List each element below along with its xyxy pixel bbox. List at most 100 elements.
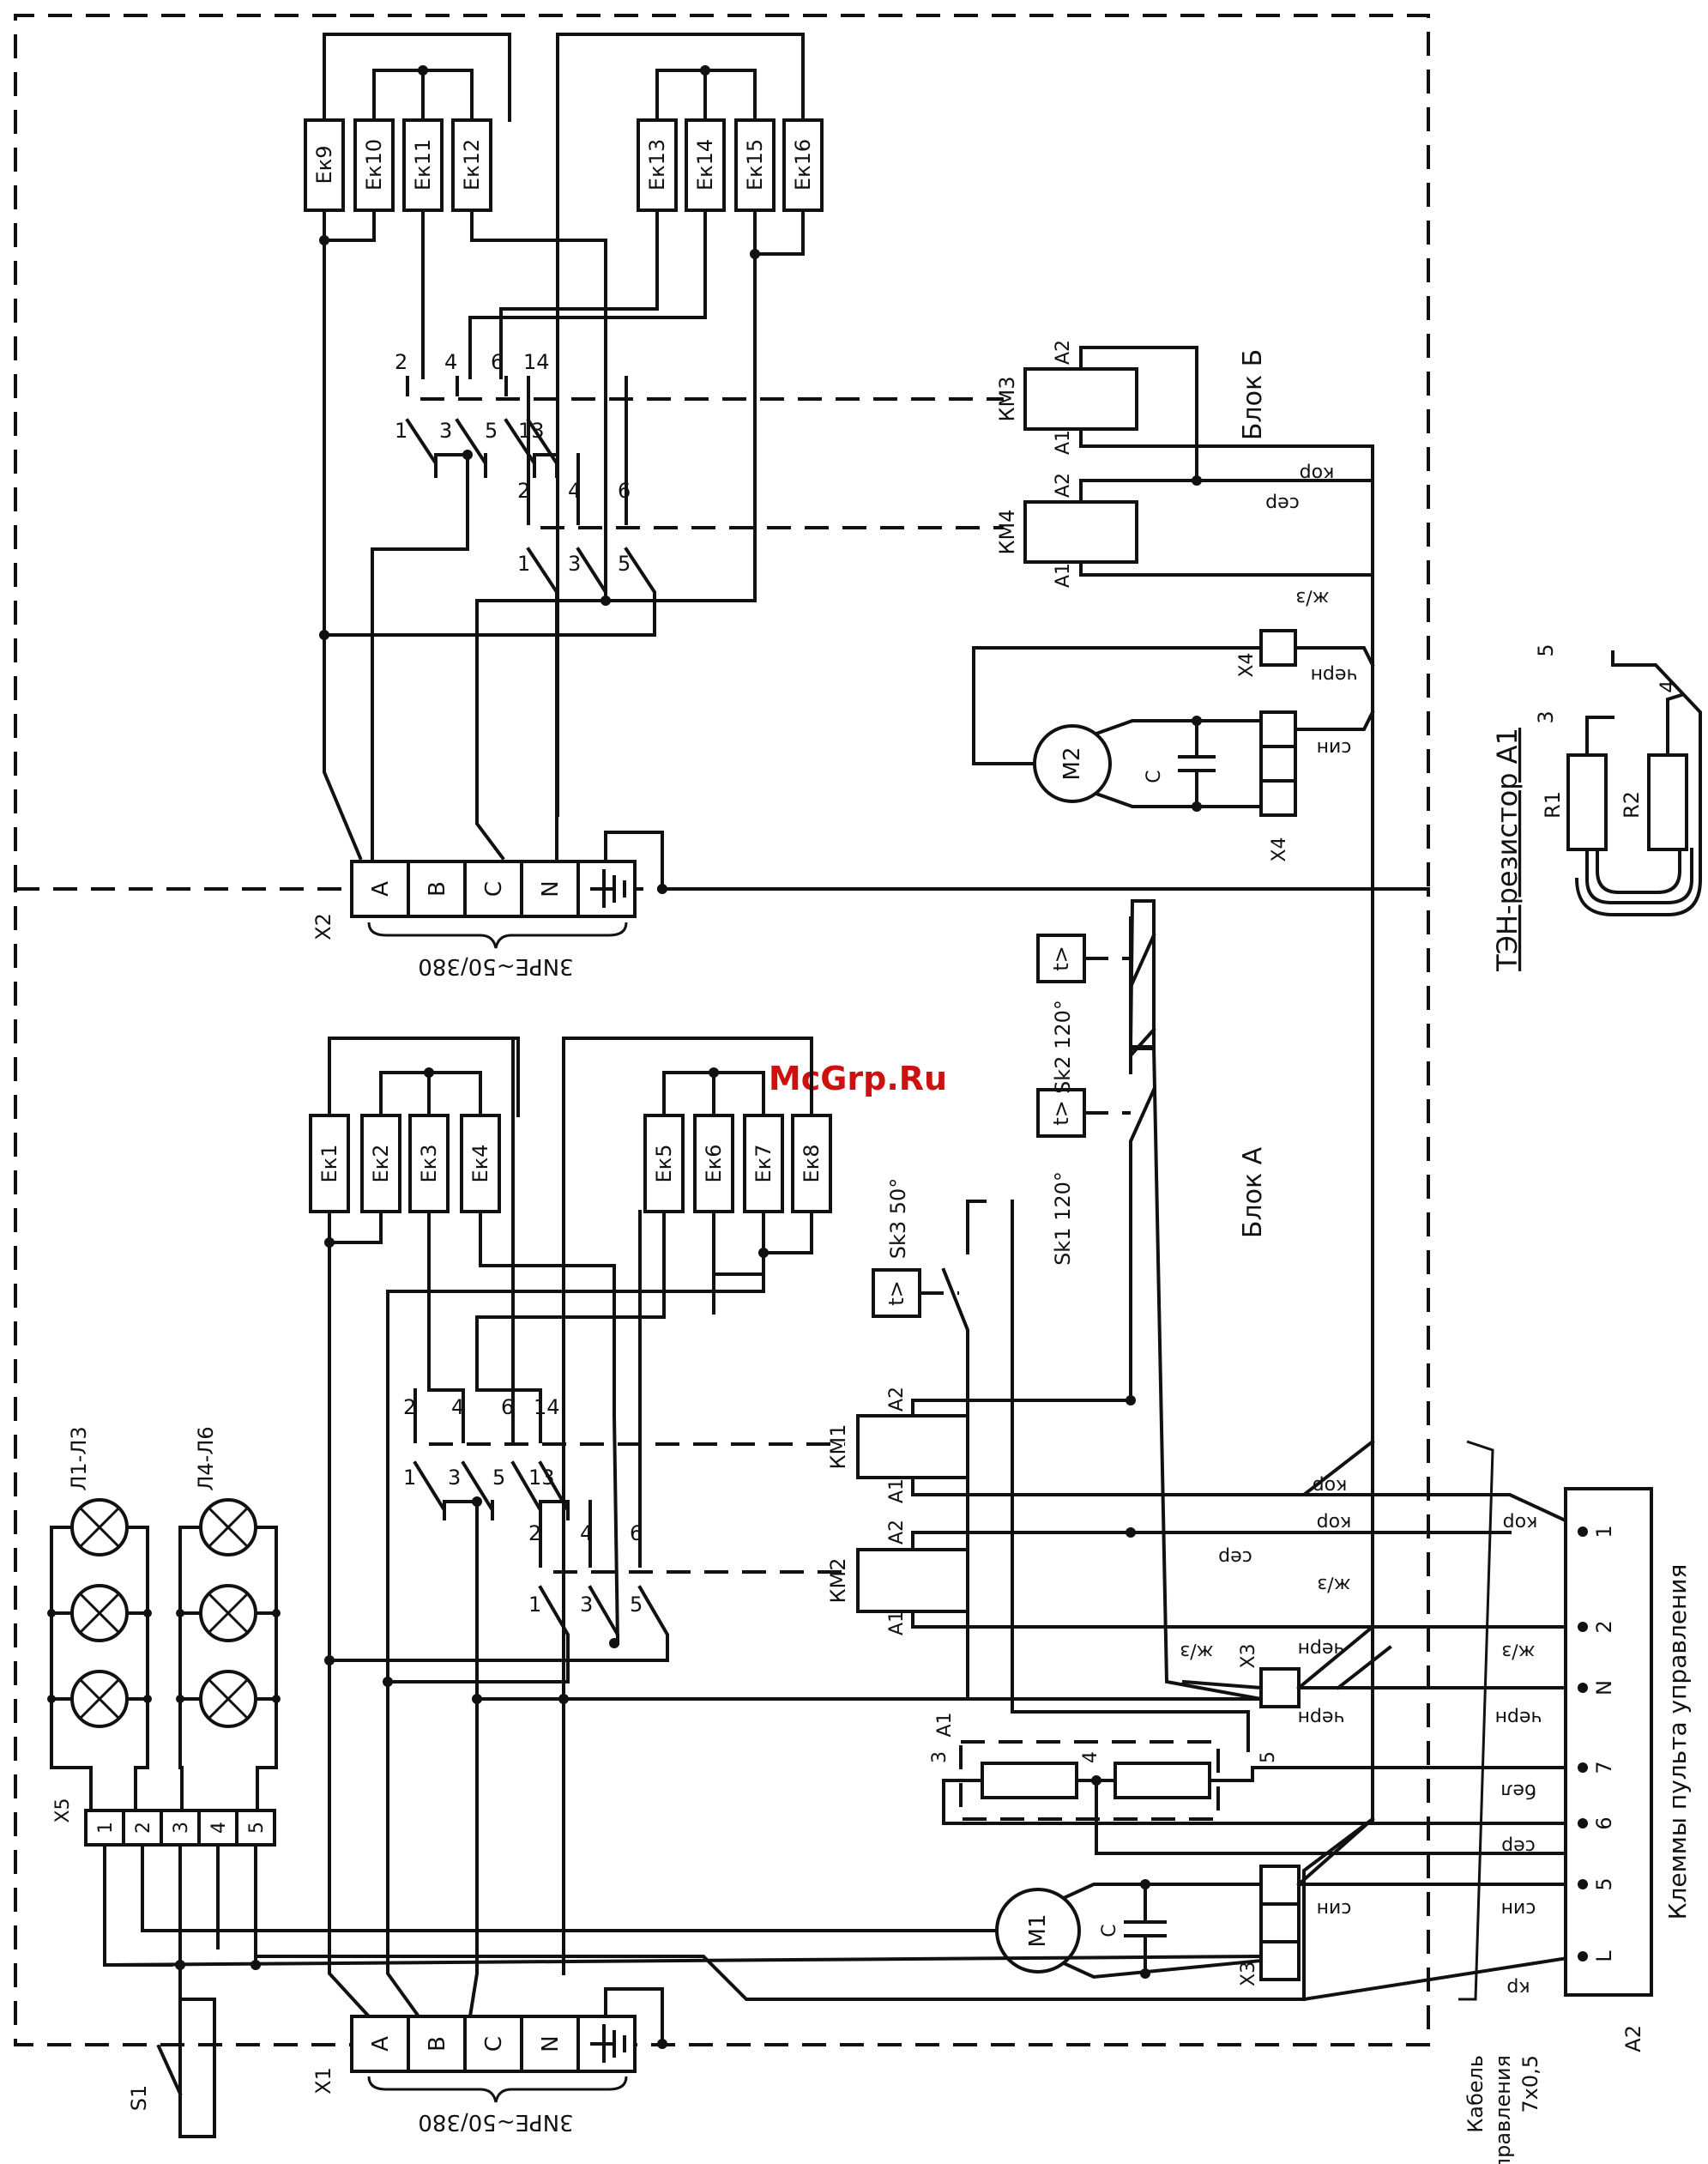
resistor-pin: 3 — [1534, 710, 1558, 723]
pin-label: 3 — [568, 552, 581, 576]
wire-label: кор — [1503, 1512, 1538, 1533]
thermo-symbol: t> — [1049, 946, 1073, 971]
control-panel-a2[interactable]: 1 2 N 7 6 5 L Клеммы пульта управления A… — [1564, 1487, 1692, 2052]
wire-label: кр — [1506, 1977, 1530, 1998]
wire-label: ж/з — [1180, 1641, 1214, 1662]
heater-label: Ек15 — [743, 139, 767, 190]
panel-terminal: 1 — [1592, 1525, 1616, 1538]
lamps: Л1-Л3 Л4-Л6 1 2 3 4 5 X5 — [47, 1426, 1264, 1970]
wire-label: син — [1501, 1898, 1536, 1919]
pin-label: 6 — [491, 350, 504, 374]
coil-km2 — [856, 1548, 969, 1613]
resistor-r2 — [1114, 1762, 1211, 1799]
terminal-pin: C — [481, 2036, 507, 2052]
heater-label: Ек5 — [652, 1145, 676, 1183]
supply-label: 3NPE~50/380 — [418, 953, 573, 979]
capacitor-label: C — [1144, 770, 1165, 783]
resistor-label: R1 — [1541, 791, 1565, 819]
switch-s1[interactable]: S1 — [127, 1963, 216, 2138]
panel-terminal: 5 — [1592, 1877, 1616, 1890]
heater-ek15 — [734, 118, 776, 212]
pin-label: 13 — [518, 419, 545, 443]
pin-label: 1 — [528, 1593, 541, 1617]
thermo-symbol: t> — [1049, 1100, 1073, 1126]
cable-text: Кабель — [1464, 2055, 1488, 2133]
coil-pin: A2 — [886, 1520, 908, 1544]
thermostat-label: Sk1 120° — [1051, 1171, 1075, 1266]
pin-label: 14 — [534, 1395, 560, 1419]
terminal-label: X2 — [311, 913, 335, 940]
panel-terminal: 6 — [1592, 1816, 1616, 1829]
heater-label: Ек1 — [317, 1145, 341, 1183]
x5-pin: 2 — [133, 1822, 154, 1834]
control-panel-frame — [1564, 1487, 1653, 1997]
terminal-pin: A — [368, 2036, 394, 2052]
coil-label: КМ4 — [995, 509, 1019, 554]
heater-label: Ек4 — [468, 1145, 492, 1183]
lamp-group-1: Л1-Л3 — [47, 1426, 152, 1812]
terminal-x3 — [1259, 1865, 1301, 1906]
heater-label: Ек7 — [751, 1145, 776, 1183]
resistor-r2-detail — [1647, 753, 1688, 851]
panel-terminal: L — [1592, 1950, 1616, 1962]
x5-pin: 5 — [246, 1822, 268, 1834]
coil-label: КМ3 — [995, 376, 1019, 421]
heater-label: Ек14 — [693, 139, 717, 190]
x5-pin: 4 — [208, 1822, 230, 1834]
heater-ek1 — [309, 1114, 350, 1213]
panel-terminal: N — [1592, 1680, 1616, 1696]
terminal-x5: 1 2 3 4 5 X5 — [52, 1798, 1264, 1970]
heaters-a: Ек1 Ек2 Ек3 Ек4 Ек5 Ек6 Ек7 Ек8 — [309, 1037, 832, 2019]
resistor-detail-title: ТЭН-резистор А1 — [1491, 728, 1524, 972]
cable-text: 7x0,5 — [1518, 2055, 1542, 2113]
coil-pin: A1 — [1053, 430, 1074, 455]
coil-pin: A2 — [1053, 473, 1074, 498]
x5-pin: 1 — [95, 1822, 117, 1834]
coil-km1 — [856, 1414, 969, 1479]
pin-label: 13 — [528, 1466, 555, 1490]
resistor-a1-outline — [959, 1740, 1220, 1821]
heaters-b: Ек9 Ек10 Ек11 Ек12 Ек13 Ек14 Ек15 Ек16 — [304, 33, 824, 861]
pin-label: 1 — [517, 552, 530, 576]
coil-pin: A2 — [886, 1387, 908, 1411]
heater-label: Ек11 — [411, 139, 435, 190]
terminal-pin: B — [425, 881, 450, 897]
resistor-pin: 5 — [1534, 644, 1558, 656]
lamp-group-2: Л4-Л6 — [176, 1426, 281, 1812]
wire-label: кор — [1313, 1475, 1348, 1496]
terminal-x3-top — [1259, 1667, 1301, 1708]
terminal-x3 — [1259, 1902, 1301, 1943]
heater-ek8 — [791, 1114, 832, 1213]
motor-label: M2 — [1059, 747, 1085, 781]
motor-m2-group: M2 X4 черн X4 C син — [972, 629, 1375, 862]
pin-label: 1 — [403, 1466, 416, 1490]
wire-label: син — [1317, 1898, 1352, 1919]
cable-annotation: Кабель управления 7x0,5 — [1464, 2055, 1542, 2164]
wire-label: черн — [1495, 1707, 1542, 1728]
block-a-outline — [14, 887, 1430, 2046]
wire-label: кор — [1300, 462, 1335, 484]
heater-label: Ек2 — [369, 1145, 393, 1183]
control-panel-wiring: ж/з черн кр — [256, 887, 1581, 2002]
thermostat-sk1 — [1036, 1088, 1086, 1138]
coil-km3 — [1023, 367, 1138, 431]
pin-label: 5 — [492, 1466, 505, 1490]
pin-label: 2 — [528, 1521, 541, 1545]
pin-label: 3 — [580, 1593, 593, 1617]
wire-label: сер — [1501, 1835, 1536, 1857]
heater-ek9 — [304, 118, 345, 212]
block-a-label: Блок А — [1238, 1146, 1268, 1238]
heater-ek13 — [637, 118, 678, 212]
panel-terminal: 7 — [1592, 1761, 1616, 1774]
coil-pin: A1 — [1053, 563, 1074, 588]
panel-terminal: 2 — [1592, 1620, 1616, 1633]
heater-label: Ек16 — [791, 139, 815, 190]
pin-label: 14 — [523, 350, 550, 374]
terminal-x4 — [1259, 745, 1297, 783]
resistor-r1-detail — [1566, 753, 1608, 851]
heater-label: Ек12 — [460, 139, 484, 190]
wire-label: кор — [1317, 1512, 1352, 1533]
terminal-x4-top — [1259, 629, 1297, 667]
terminal-pin: N — [538, 2035, 564, 2052]
